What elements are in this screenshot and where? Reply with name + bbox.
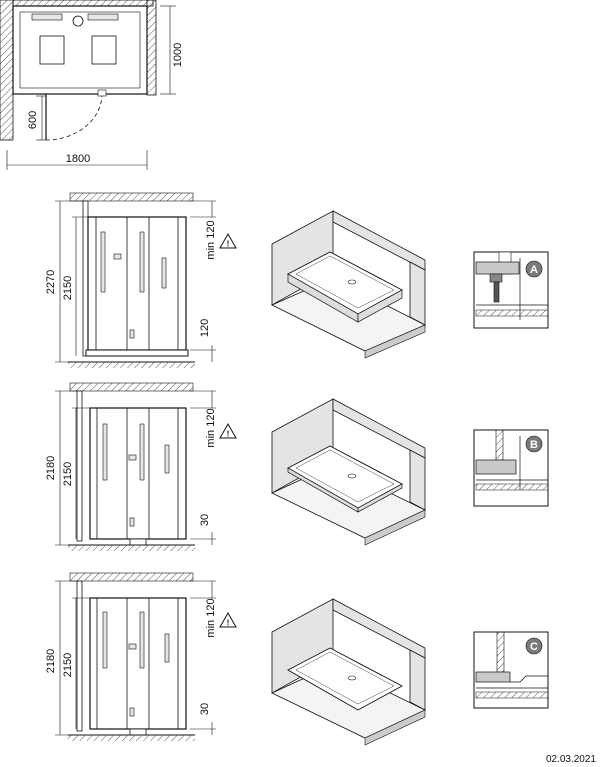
shower-rail-left <box>100 231 106 293</box>
plan-cabin-outline <box>12 5 148 95</box>
warning-triangle-icon: ! <box>219 422 237 439</box>
ceiling-hatch <box>69 192 194 202</box>
shower-rail-right <box>139 423 145 481</box>
floor-hatch <box>68 362 195 368</box>
svg-text:!: ! <box>227 619 230 628</box>
dim-cabin: 2150 <box>62 462 74 486</box>
svg-text:!: ! <box>227 430 230 439</box>
plan-door-hinge <box>97 89 107 97</box>
plan-tray-outline <box>19 11 141 89</box>
dim-bottom: 30 <box>199 703 211 715</box>
detail-letter: B <box>530 439 538 451</box>
plan-drain-icon <box>72 15 84 27</box>
svg-text:!: ! <box>227 240 230 249</box>
control-panel <box>128 454 137 461</box>
dim-top: min 120 <box>205 408 217 447</box>
plan-ceiling-vent-left <box>31 13 63 21</box>
plan-door-swing <box>45 93 103 141</box>
shower-rail-right <box>139 231 145 293</box>
warning-triangle-icon: ! <box>219 611 237 628</box>
variant-b: 2180 2150 min 120 30 ! <box>45 382 549 551</box>
jets <box>164 633 170 663</box>
detail-letter: A <box>530 264 538 276</box>
dim-total: 2270 <box>45 270 57 294</box>
handle <box>129 707 135 717</box>
plan-wall-right <box>146 0 157 96</box>
tray-illustration <box>271 398 426 546</box>
plan-view: 1000 600 1800 <box>0 0 184 170</box>
detail-a: A <box>473 251 549 329</box>
variant-a: 2270 2150 min 120 120 ! <box>45 192 549 368</box>
plan-dim-width: 1800 <box>66 153 90 165</box>
dim-top: min 120 <box>205 598 217 637</box>
handle <box>129 329 135 339</box>
dim-bottom: 30 <box>199 514 211 526</box>
plan-seat-right <box>91 35 117 65</box>
drain-fitting <box>129 728 147 736</box>
tray-illustration <box>271 210 426 359</box>
dim-bottom: 120 <box>199 319 211 337</box>
dim-top: min 120 <box>205 220 217 259</box>
wall-post <box>76 580 83 732</box>
warning-triangle-icon: ! <box>219 232 237 249</box>
dim-cabin: 2150 <box>62 276 74 300</box>
control-panel <box>128 643 137 650</box>
tray-base <box>85 349 189 357</box>
ceiling-hatch <box>69 572 194 582</box>
tray-illustration <box>271 598 426 746</box>
dim-cabin: 2150 <box>62 653 74 677</box>
jets <box>164 444 170 474</box>
drawing-date: 02.03.2021 <box>546 754 596 765</box>
dim-total: 2180 <box>45 649 57 673</box>
floor-hatch <box>68 735 195 741</box>
variant-c: 2180 2150 min 120 30 ! <box>45 572 549 746</box>
ceiling-hatch <box>69 382 194 392</box>
drain-fitting <box>129 538 147 546</box>
wall-post <box>82 200 89 357</box>
plan-dim-door: 600 <box>27 111 39 129</box>
plan-seat-left <box>39 35 65 65</box>
detail-c: C <box>473 631 549 709</box>
shower-rail-left <box>102 611 108 669</box>
jets <box>161 257 167 289</box>
handle <box>129 517 135 527</box>
plan-wall-top <box>12 0 154 7</box>
wall-post <box>76 390 83 542</box>
floor-hatch <box>68 545 195 551</box>
plan-wall-left <box>0 0 14 141</box>
shower-rail-right <box>139 611 145 669</box>
plan-ceiling-vent-right <box>87 13 119 21</box>
plan-dim-depth: 1000 <box>172 43 184 67</box>
control-panel <box>113 253 122 260</box>
shower-rail-left <box>102 423 108 481</box>
detail-letter: C <box>530 641 538 653</box>
detail-b: B <box>473 429 549 507</box>
dim-total: 2180 <box>45 456 57 480</box>
